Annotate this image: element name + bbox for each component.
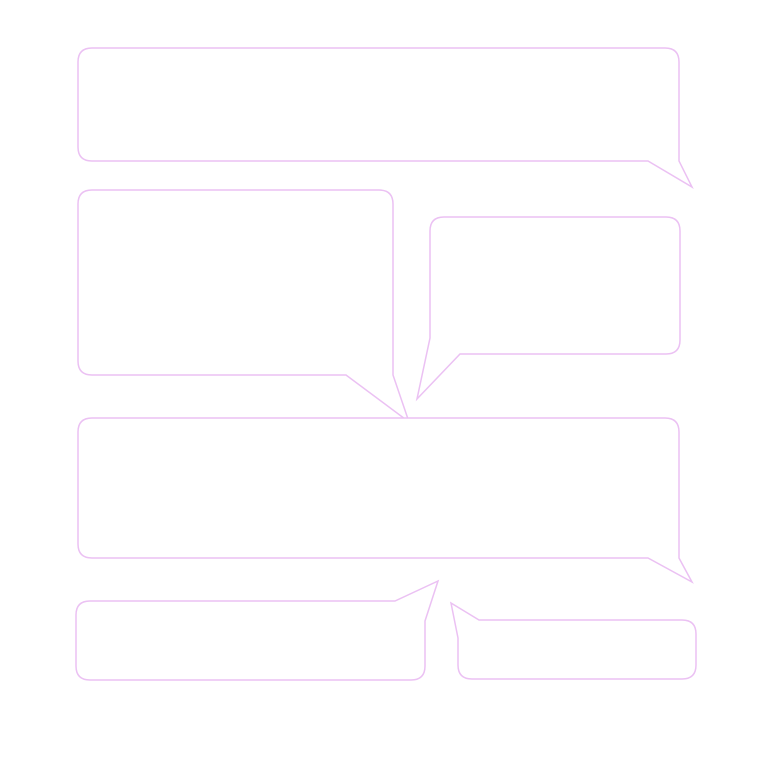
speech-bubble-outline <box>77 417 694 584</box>
speech-bubble-outline <box>77 189 411 425</box>
speech-bubble <box>77 417 694 584</box>
speech-bubble-outline <box>449 601 697 680</box>
speech-bubble <box>415 216 681 402</box>
speech-bubble <box>75 579 440 681</box>
speech-bubble <box>77 47 694 189</box>
speech-bubble <box>77 189 411 425</box>
bubble-group <box>75 47 697 681</box>
speech-bubble <box>449 601 697 680</box>
speech-bubble-outline <box>415 216 681 402</box>
speech-bubble-outline <box>75 579 440 681</box>
speech-bubble-outline <box>77 47 694 189</box>
